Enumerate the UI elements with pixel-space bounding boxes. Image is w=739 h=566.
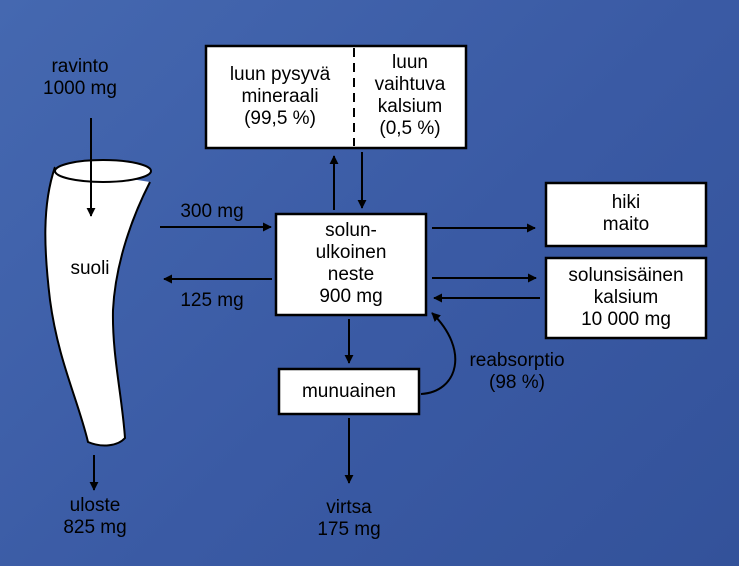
bone-exchangeable-line1: luun	[392, 52, 428, 73]
feces-label: uloste 825 mg	[40, 495, 150, 539]
intestine-name: suoli	[70, 258, 110, 279]
urine-name: virtsa	[326, 497, 372, 518]
extracellular-label: solun- ulkoinen neste 900 mg	[276, 220, 426, 308]
kidney-box	[277, 367, 421, 416]
reabsorption-pct: (98 %)	[489, 372, 545, 393]
sweat-milk-label: hiki maito	[546, 192, 706, 236]
intestine-label: suoli	[50, 258, 130, 280]
bone-stable-label: luun pysyvä mineraali (99,5 %)	[208, 64, 352, 130]
reabsorption-label: reabsorptio (98 %)	[462, 350, 572, 394]
sweat-milk-line2: maito	[602, 214, 650, 235]
extracellular-line4: 900 mg	[319, 286, 383, 307]
intracellular-line2: kalsium	[593, 287, 659, 308]
intake-label: ravinto 1000 mg	[25, 56, 135, 100]
extracellular-line3: neste	[327, 264, 375, 285]
urine-label: virtsa 175 mg	[294, 497, 404, 541]
intracellular-line1: solunsisäinen	[568, 265, 684, 286]
kidney-label: munuainen	[301, 381, 397, 402]
intake-amount: 1000 mg	[43, 78, 117, 99]
bone-stable-line2: mineraali	[241, 86, 319, 107]
bone-stable-line1: luun pysyvä	[229, 64, 331, 85]
bone-box	[204, 44, 468, 150]
feces-name: uloste	[69, 495, 121, 516]
bone-exchangeable-line4: (0,5 %)	[379, 118, 441, 139]
intestine-opening	[54, 159, 152, 183]
extracellular-box	[274, 212, 428, 317]
intestine-shape	[44, 166, 151, 447]
secretion-label: 125 mg	[180, 290, 244, 311]
intake-name: ravinto	[51, 56, 109, 77]
intracellular-label: solunsisäinen kalsium 10 000 mg	[546, 265, 706, 331]
sweat-milk-line1: hiki	[611, 192, 641, 213]
bone-exchangeable-line2: vaihtuva	[374, 74, 446, 95]
absorption-label: 300 mg	[180, 201, 244, 222]
bone-stable-line3: (99,5 %)	[244, 108, 316, 129]
intracellular-line3: 10 000 mg	[581, 309, 671, 330]
intracellular-box	[544, 256, 708, 340]
feces-amount: 825 mg	[63, 517, 127, 538]
extracellular-line1: solun-	[325, 220, 377, 241]
reabsorption-text: reabsorptio	[469, 350, 565, 371]
bone-exchangeable-line3: kalsium	[377, 96, 443, 117]
bone-exchangeable-label: luun vaihtuva kalsium (0,5 %)	[356, 52, 464, 140]
sweat-milk-box	[544, 181, 708, 248]
urine-amount: 175 mg	[317, 519, 381, 540]
arrow-reabsorption	[420, 312, 457, 395]
extracellular-line2: ulkoinen	[315, 242, 387, 263]
